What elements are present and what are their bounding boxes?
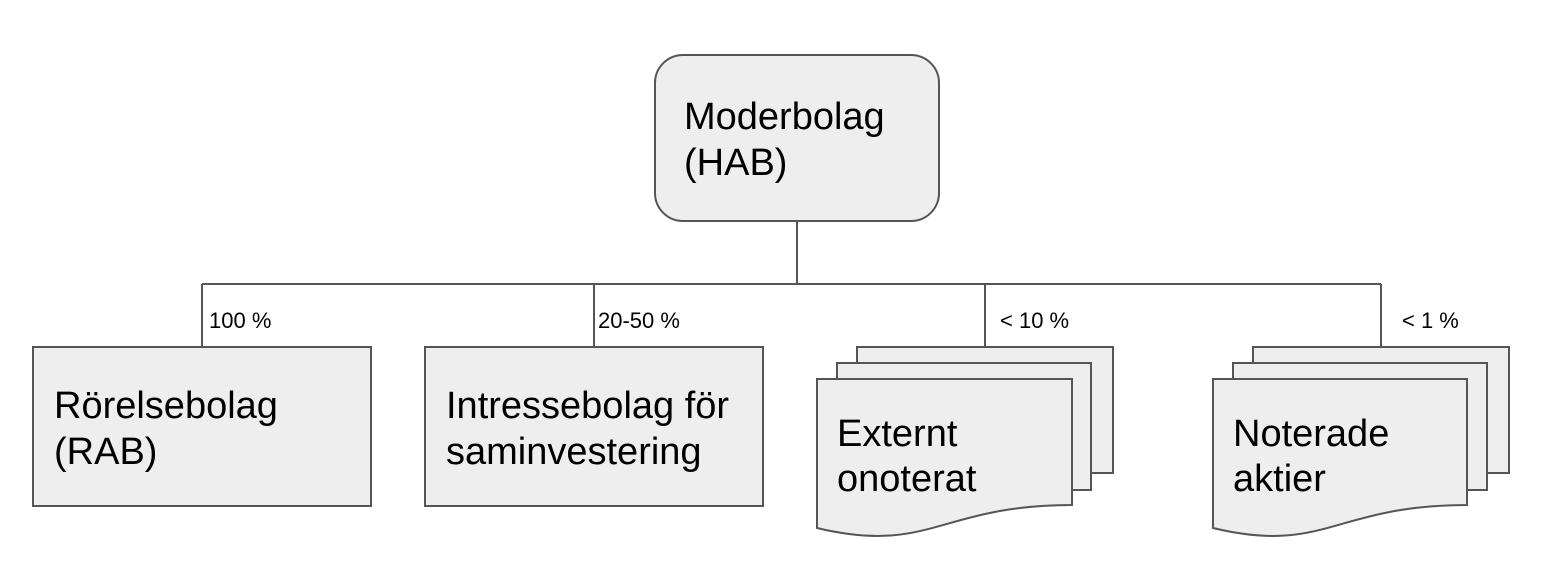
ownership-label-externt-onoterat: < 10 %	[1000, 308, 1069, 333]
node-noterade-aktier: Noterade aktier	[1212, 346, 1510, 537]
node-noterade-aktier-line2: aktier	[1233, 458, 1326, 500]
node-externt-onoterat-line1: Externt	[837, 413, 958, 455]
node-moderbolag-line2: (HAB)	[684, 142, 787, 184]
ownership-label-rorelsebolag: 100 %	[209, 308, 271, 333]
node-intressebolag-line1: Intressebolag för	[446, 385, 729, 427]
node-rorelsebolag: Rörelsebolag (RAB)	[32, 346, 372, 507]
node-moderbolag-box	[654, 54, 940, 222]
node-rorelsebolag-line2: (RAB)	[54, 431, 157, 473]
ownership-label-intressebolag: 20-50 %	[598, 308, 680, 333]
node-rorelsebolag-box	[32, 346, 372, 507]
node-intressebolag: Intressebolag för saminvestering	[424, 346, 764, 507]
node-noterade-aktier-line1: Noterade	[1233, 413, 1389, 455]
node-intressebolag-box	[424, 346, 764, 507]
node-externt-onoterat: Externt onoterat	[816, 346, 1114, 537]
connectors	[201, 221, 1382, 347]
node-externt-onoterat-doc-front	[816, 378, 1073, 537]
node-rorelsebolag-line1: Rörelsebolag	[54, 385, 278, 427]
node-intressebolag-line2: saminvestering	[446, 431, 702, 473]
node-moderbolag-line1: Moderbolag	[684, 96, 885, 138]
ownership-label-noterade-aktier: < 1 %	[1402, 308, 1459, 333]
node-externt-onoterat-line2: onoterat	[837, 458, 977, 500]
node-moderbolag: Moderbolag (HAB)	[654, 54, 940, 222]
node-noterade-aktier-doc-front	[1212, 378, 1468, 537]
